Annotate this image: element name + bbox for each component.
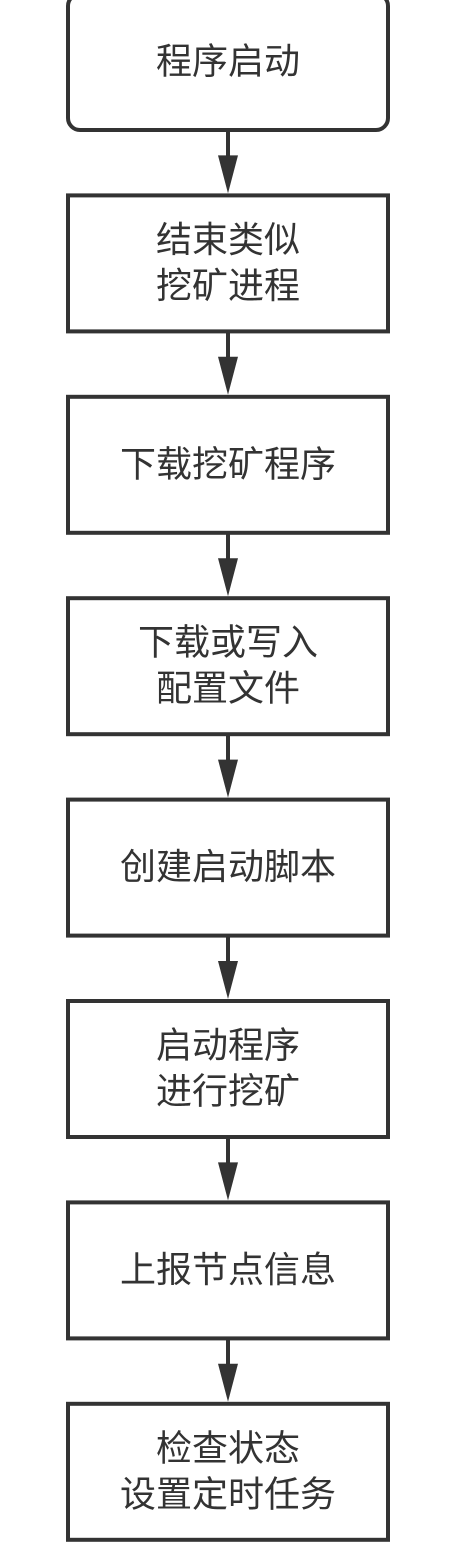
flow-step-box <box>66 797 390 938</box>
flow-step-label: 进行挖矿 <box>156 1072 300 1113</box>
flow-arrowhead-icon <box>218 558 238 597</box>
flow-arrowhead-icon <box>218 961 238 999</box>
flow-step-label: 程序启动 <box>156 42 300 83</box>
flow-step: 程序启动 <box>66 0 390 132</box>
flowchart-edges <box>218 130 238 1402</box>
flow-arrowhead-icon <box>218 356 238 395</box>
flow-step: 创建启动脚本 <box>66 797 390 938</box>
flow-step-label: 挖矿进程 <box>156 266 300 307</box>
flowchart-nodes: 程序启动结束类似挖矿进程下载挖矿程序下载或写入配置文件创建启动脚本启动程序进行挖… <box>66 0 390 1542</box>
flow-step-box <box>66 1200 390 1341</box>
flow-arrowhead-icon <box>218 1162 238 1201</box>
flow-step-label: 下载或写入 <box>138 623 318 664</box>
flow-step-label: 检查状态 <box>156 1428 300 1469</box>
flow-step-box <box>66 999 390 1139</box>
flow-arrowhead-icon <box>218 759 238 798</box>
flow-step-label: 配置文件 <box>156 669 300 710</box>
flow-step-label: 下载挖矿程序 <box>120 444 336 485</box>
flow-step-label: 创建启动脚本 <box>120 847 336 888</box>
flow-arrowhead-icon <box>218 1363 238 1402</box>
flow-step-box <box>66 0 390 132</box>
flow-step-box <box>66 1401 390 1542</box>
flow-step-box <box>66 193 390 334</box>
flow-step: 下载挖矿程序 <box>66 394 390 535</box>
flow-arrowhead-icon <box>218 155 238 194</box>
flow-step-label: 设置定时任务 <box>120 1474 336 1515</box>
flow-step-label: 结束类似 <box>156 220 300 261</box>
flow-step-box <box>66 394 390 535</box>
flow-step-box <box>66 596 390 737</box>
flow-step-label: 启动程序 <box>156 1026 300 1067</box>
flow-step-label: 上报节点信息 <box>120 1250 336 1291</box>
flow-step: 上报节点信息 <box>66 1200 390 1341</box>
